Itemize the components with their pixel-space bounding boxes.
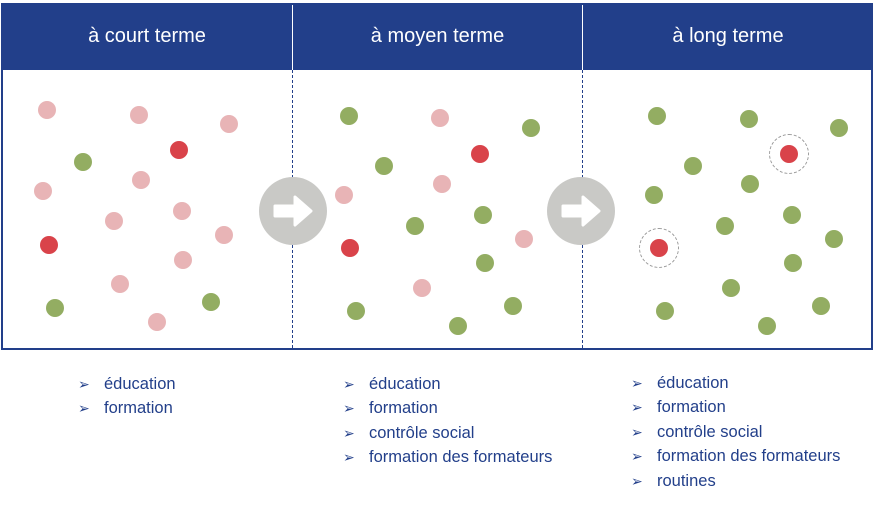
list-item: ➢contrôle social xyxy=(631,422,763,441)
panel-long-term xyxy=(583,70,873,348)
dot-green xyxy=(406,217,424,235)
dot-green xyxy=(522,119,540,137)
dot-green xyxy=(476,254,494,272)
dot-green xyxy=(656,302,674,320)
panel-header-long-term: à long terme xyxy=(583,3,873,70)
chevron-bullet-icon: ➢ xyxy=(343,424,355,441)
panel-title: à moyen terme xyxy=(370,25,505,47)
panel-medium-term xyxy=(293,70,582,348)
panel-title: à court terme xyxy=(88,25,206,47)
dot-green xyxy=(74,153,92,171)
dot-pink xyxy=(515,230,533,248)
dot-pink xyxy=(148,313,166,331)
list-item: ➢éducation xyxy=(631,373,729,392)
transition-arrow xyxy=(259,177,327,245)
arrow-right-icon xyxy=(561,195,601,227)
dot-green xyxy=(684,157,702,175)
dot-pink xyxy=(34,182,52,200)
dot-green xyxy=(716,217,734,235)
chevron-bullet-icon: ➢ xyxy=(343,449,355,466)
dot-red xyxy=(170,141,188,159)
dot-green xyxy=(449,317,467,335)
dot-green xyxy=(645,186,663,204)
measure-list-long-term: ➢éducation ➢formation ➢contrôle social ➢… xyxy=(631,371,840,494)
dot-green xyxy=(783,206,801,224)
dot-pink xyxy=(105,212,123,230)
dot-green xyxy=(375,157,393,175)
dot-green xyxy=(825,230,843,248)
measure-list-short-term: ➢éducation ➢formation xyxy=(78,372,176,421)
dot-green xyxy=(722,279,740,297)
dot-pink xyxy=(433,175,451,193)
dot-green xyxy=(202,293,220,311)
dot-green xyxy=(46,299,64,317)
panel-short-term xyxy=(2,70,292,348)
list-item: ➢contrôle social xyxy=(343,423,475,442)
dot-pink xyxy=(111,275,129,293)
chevron-bullet-icon: ➢ xyxy=(78,375,90,392)
list-item: ➢formation xyxy=(343,399,438,418)
dot-green xyxy=(504,297,522,315)
chevron-bullet-icon: ➢ xyxy=(631,423,643,440)
dot-red xyxy=(341,239,359,257)
dot-pink xyxy=(413,279,431,297)
panel-header-short-term: à court terme xyxy=(2,3,292,70)
dot-red xyxy=(780,145,798,163)
dot-red xyxy=(650,239,668,257)
transition-arrow xyxy=(547,177,615,245)
dot-green xyxy=(347,302,365,320)
dot-pink xyxy=(335,186,353,204)
chevron-bullet-icon: ➢ xyxy=(631,374,643,391)
chevron-bullet-icon: ➢ xyxy=(631,399,643,416)
dot-red xyxy=(40,236,58,254)
list-item: ➢formation des formateurs xyxy=(343,448,553,467)
dot-green xyxy=(474,206,492,224)
list-item: ➢éducation xyxy=(343,374,441,393)
list-item: ➢éducation xyxy=(78,374,176,393)
dot-pink xyxy=(130,106,148,124)
measure-list-medium-term: ➢éducation ➢formation ➢contrôle social ➢… xyxy=(343,372,552,470)
chevron-bullet-icon: ➢ xyxy=(343,375,355,392)
dot-pink xyxy=(431,109,449,127)
chevron-bullet-icon: ➢ xyxy=(78,400,90,417)
arrow-right-icon xyxy=(273,195,313,227)
dot-pink xyxy=(215,226,233,244)
list-item: ➢formation xyxy=(78,399,173,418)
dot-green xyxy=(648,107,666,125)
dot-pink xyxy=(174,251,192,269)
dot-pink xyxy=(132,171,150,189)
dot-green xyxy=(830,119,848,137)
chevron-bullet-icon: ➢ xyxy=(631,472,643,489)
dot-pink xyxy=(173,202,191,220)
dot-pink xyxy=(38,101,56,119)
dot-green xyxy=(741,175,759,193)
dot-pink xyxy=(220,115,238,133)
list-item: ➢formation des formateurs xyxy=(631,447,841,466)
dot-green xyxy=(784,254,802,272)
list-item: ➢routines xyxy=(631,471,716,490)
dot-red xyxy=(471,145,489,163)
dot-green xyxy=(740,110,758,128)
dot-green xyxy=(340,107,358,125)
dot-green xyxy=(812,297,830,315)
dot-green xyxy=(758,317,776,335)
panel-header-medium-term: à moyen terme xyxy=(293,3,582,70)
chevron-bullet-icon: ➢ xyxy=(631,448,643,465)
chevron-bullet-icon: ➢ xyxy=(343,400,355,417)
highlight-ring xyxy=(639,228,679,268)
list-item: ➢formation xyxy=(631,398,726,417)
highlight-ring xyxy=(769,134,809,174)
panel-title: à long terme xyxy=(672,25,784,47)
